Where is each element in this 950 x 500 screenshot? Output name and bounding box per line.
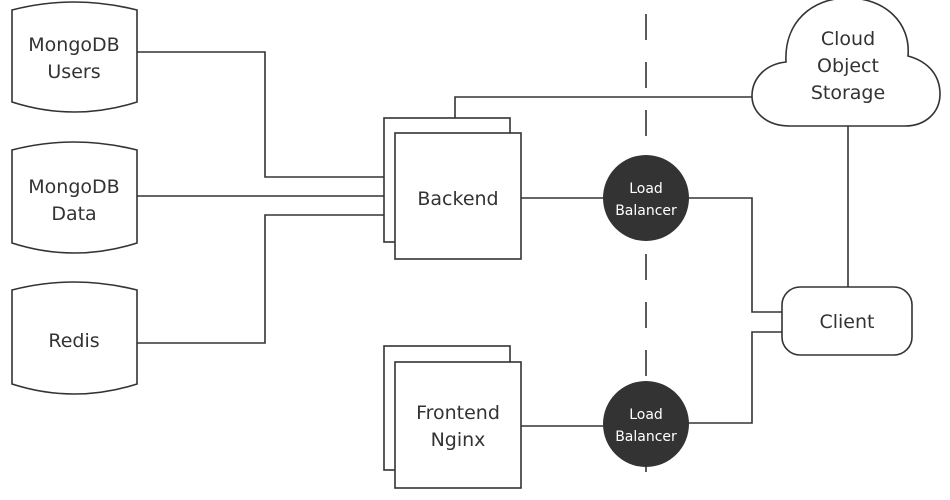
frontend-box-front (394, 361, 522, 489)
load-balancer-bottom-label-line1: Load (629, 407, 663, 423)
connectors (137, 51, 849, 427)
connector-lb-client (688, 197, 784, 313)
backend-box-front (394, 132, 522, 260)
cloud-label-line1: Cloud (821, 28, 875, 50)
mongodb-data-label-line2: Data (51, 203, 96, 225)
connector-backend-cloud (454, 96, 756, 118)
frontend-node: Frontend Nginx (383, 345, 522, 489)
connector-users-backend (137, 51, 384, 178)
load-balancer-bottom-label-line2: Balancer (615, 429, 677, 445)
load-balancer-bottom-circle (603, 381, 689, 467)
mongodb-data-label-line1: MongoDB (28, 176, 119, 198)
load-balancer-top-label-line2: Balancer (615, 203, 677, 219)
frontend-label-line2: Nginx (431, 429, 486, 451)
redis-node: Redis (11, 281, 138, 395)
cloud-label-line2: Object (817, 55, 879, 77)
mongodb-users-label-line1: MongoDB (28, 34, 119, 56)
mongodb-users-label-line2: Users (47, 61, 100, 83)
cloud-shape (751, 0, 941, 127)
load-balancer-top-label-line1: Load (629, 181, 663, 197)
connector-lb2-client (688, 331, 784, 424)
redis-label: Redis (48, 330, 99, 352)
client-box (781, 286, 913, 356)
load-balancer-top-circle (603, 155, 689, 241)
cloud-storage-node: Cloud Object Storage (751, 0, 941, 127)
backend-label: Backend (417, 188, 498, 210)
mongodb-data-cylinder (11, 141, 138, 254)
redis-cylinder (11, 281, 138, 395)
connector-redis-backend (137, 214, 384, 344)
mongodb-users-node: MongoDB Users (11, 1, 138, 113)
client-label: Client (819, 311, 874, 333)
frontend-label-line1: Frontend (416, 402, 500, 424)
mongodb-users-cylinder (11, 1, 138, 113)
load-balancer-bottom-node: Load Balancer (603, 381, 689, 467)
mongodb-data-node: MongoDB Data (11, 141, 138, 254)
cloud-label-line3: Storage (811, 82, 885, 104)
load-balancer-top-node: Load Balancer (603, 155, 689, 241)
client-node: Client (781, 286, 913, 356)
backend-node: Backend (383, 117, 522, 260)
